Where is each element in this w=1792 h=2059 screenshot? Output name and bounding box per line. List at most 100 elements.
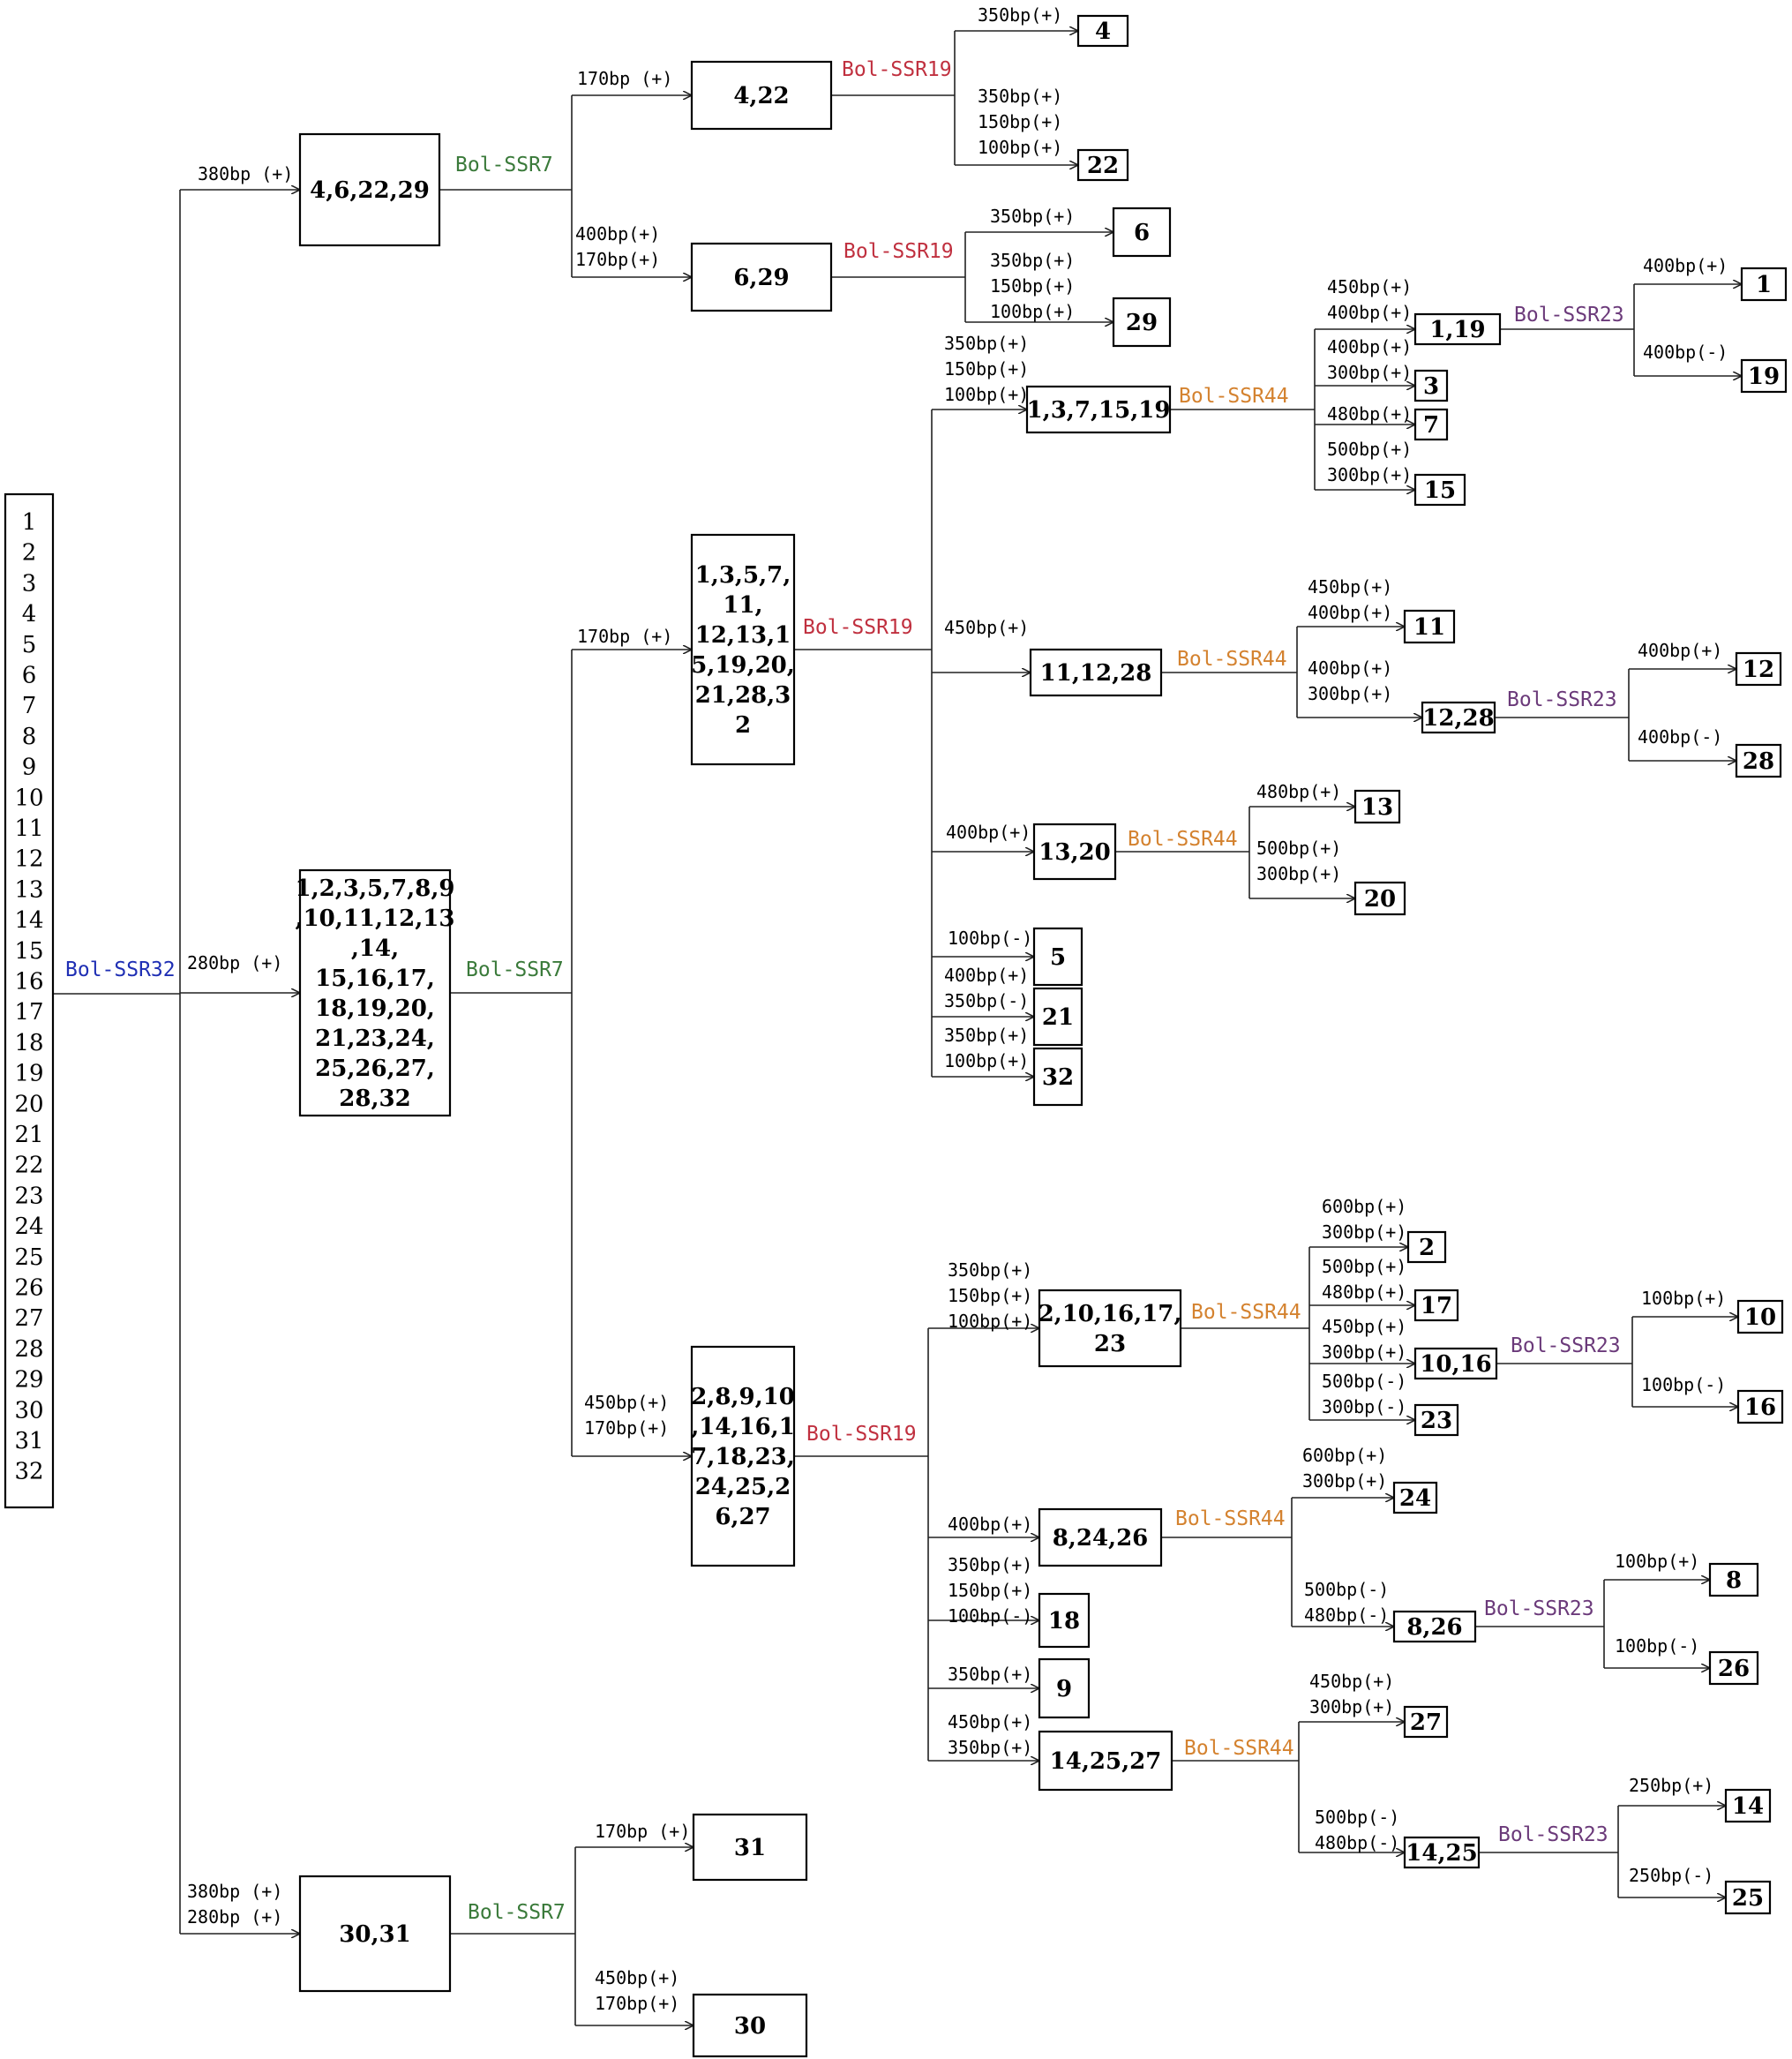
node-label: ,14, (351, 936, 399, 962)
node-label: 21 (1042, 1004, 1074, 1031)
node-box (1413, 473, 1466, 507)
band-label: 500bp(-) (1315, 1807, 1399, 1828)
band-label: 100bp(-) (1641, 1374, 1726, 1395)
node-box (1032, 823, 1117, 881)
node-label: 8 (1726, 1567, 1742, 1594)
node-label: 6 (1134, 220, 1150, 246)
node-label: 17 (1421, 1293, 1452, 1319)
node-28: 28 (1735, 743, 1782, 778)
node-box (1406, 1230, 1447, 1264)
band-label: 400bp(+) (1327, 302, 1412, 323)
node-box (1076, 148, 1129, 182)
node-box (1413, 408, 1449, 441)
marker-label-bol-ssr23: Bol-SSR23 (1511, 1334, 1621, 1357)
band-label: 350bp(-) (944, 990, 1029, 1011)
node-label: 14,25,27 (1050, 1748, 1162, 1775)
node-11: 11 (1403, 609, 1456, 644)
band-label: 100bp(+) (1641, 1288, 1726, 1309)
sample-list-item: 2 (22, 540, 37, 567)
node-12-28: 12,28 (1421, 701, 1496, 734)
band-label: 450bp(+) (944, 617, 1029, 638)
band-label: 450bp(+) (948, 1711, 1032, 1732)
marker-label-bol-ssr44: Bol-SSR44 (1175, 1507, 1286, 1530)
band-label: 500bp(-) (1322, 1371, 1406, 1392)
node-box (1029, 648, 1163, 697)
node-label: 7,18,23, (691, 1444, 795, 1470)
node-12: 12 (1735, 651, 1782, 687)
band-label: 170bp(+) (595, 1993, 679, 2014)
marker-label-bol-ssr23: Bol-SSR23 (1507, 688, 1617, 711)
sample-list-item: 12 (14, 846, 43, 873)
marker-label-bol-ssr32: Bol-SSR32 (65, 958, 176, 981)
sample-list-item: 32 (14, 1459, 43, 1485)
band-label: 480bp(-) (1304, 1604, 1389, 1626)
node-label: 13,20 (1038, 839, 1110, 866)
marker-label-bol-ssr19: Bol-SSR19 (803, 616, 913, 639)
node-14-25-27: 14,25,27 (1038, 1730, 1173, 1792)
node-box (1032, 927, 1083, 987)
node-29: 29 (1112, 297, 1172, 348)
node-label: 30 (734, 2013, 766, 2040)
band-label: 300bp(+) (1322, 1221, 1406, 1243)
node-label: 8,24,26 (1053, 1525, 1149, 1552)
node-box (1736, 1389, 1784, 1424)
sample-list-box (4, 492, 55, 1509)
band-label: 100bp(-) (948, 928, 1032, 949)
band-label: 100bp(+) (1615, 1551, 1699, 1572)
node-label: 28,32 (339, 1086, 410, 1112)
node-box (1032, 1047, 1083, 1107)
band-label: 380bp (+) (198, 163, 293, 184)
node-label: 12,13,1 (695, 622, 791, 649)
band-label: 400bp(+) (946, 822, 1031, 843)
band-label: 450bp(+) (1327, 276, 1412, 297)
marker-label-bol-ssr44: Bol-SSR44 (1184, 1737, 1294, 1760)
node-25: 25 (1724, 1880, 1772, 1915)
node-2-10-16-17-23: 2,10,16,17,23 (1038, 1289, 1181, 1368)
node-label: 6,27 (715, 1504, 770, 1530)
node-30-31: 30,31 (298, 1875, 452, 1993)
node-11-12-28: 11,12,28 (1029, 648, 1163, 697)
node-label: 3 (1423, 373, 1439, 400)
node-label: 21,23,24, (315, 1026, 435, 1052)
node-1-19: 1,19 (1413, 312, 1502, 346)
node-box (1413, 1403, 1459, 1437)
node-label: 11 (1413, 614, 1445, 641)
node-13: 13 (1353, 789, 1401, 824)
marker-label-bol-ssr7: Bol-SSR7 (466, 958, 564, 981)
sample-list-item: 15 (14, 938, 43, 965)
band-label: 150bp(+) (948, 1285, 1032, 1306)
node-box (1403, 1836, 1481, 1869)
band-label: 300bp(+) (1302, 1470, 1387, 1492)
sample-list-item: 31 (14, 1428, 43, 1454)
node-box (690, 533, 796, 766)
node-5: 5 (1032, 927, 1083, 987)
node-8-26: 8,26 (1392, 1610, 1477, 1643)
node-box (1392, 1610, 1477, 1643)
node-label: ,14,16,1 (691, 1414, 795, 1440)
band-label: 350bp(+) (978, 86, 1062, 107)
node-label: 23 (1094, 1331, 1126, 1357)
node-label: 31 (734, 1835, 766, 1861)
node-box (298, 132, 441, 247)
sample-list-item: 9 (22, 755, 37, 781)
node-box (1708, 1562, 1759, 1597)
sample-list-item: 10 (14, 785, 43, 811)
band-label: 500bp(+) (1256, 838, 1341, 859)
node-label: 5 (1050, 944, 1066, 971)
sample-list: 1234567891011121314151617181920212223242… (4, 492, 55, 1509)
node-label: 11, (723, 592, 762, 619)
node-box (1392, 1481, 1438, 1514)
node-14: 14 (1724, 1788, 1772, 1823)
sample-list-item: 22 (14, 1153, 43, 1179)
node-label: 9 (1056, 1676, 1072, 1702)
node-box (690, 1345, 796, 1567)
node-box (1353, 789, 1401, 824)
band-label: 400bp(+) (575, 223, 660, 244)
band-label: 300bp(+) (1256, 863, 1341, 884)
node-label: 23 (1421, 1408, 1452, 1434)
node-BigB: 1,2,3,5,7,8,9,10,11,12,13,14,15,16,17,18… (296, 868, 454, 1117)
node-box (1038, 1657, 1091, 1719)
band-label: 380bp (+) (187, 1881, 282, 1902)
node-26: 26 (1708, 1650, 1759, 1686)
node-label: 24,25,2 (695, 1474, 791, 1500)
